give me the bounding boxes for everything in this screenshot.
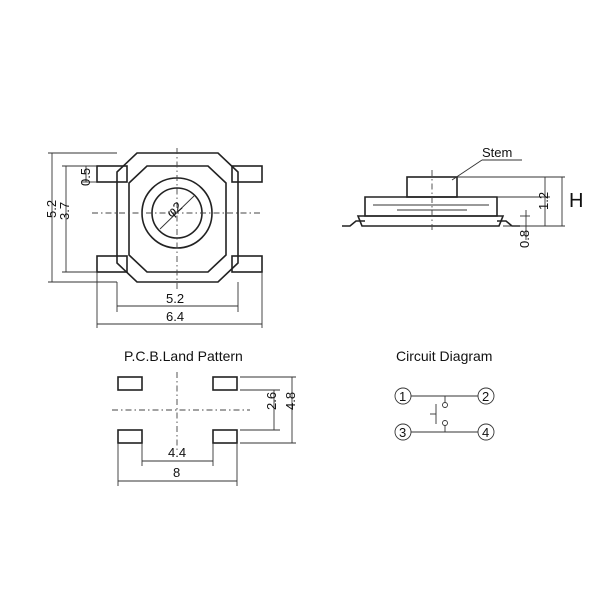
stem-label: Stem [482, 145, 512, 160]
height-label: H [569, 190, 583, 212]
dim-outer-height: 5.2 [44, 200, 59, 218]
terminal-top-left [96, 165, 128, 183]
pad-top-left [117, 376, 143, 391]
terminal-bottom-right [231, 255, 263, 273]
dim-stem-height: 1.2 [536, 192, 551, 210]
left-terminal [342, 220, 365, 227]
dim-pcb-outer-h: 8 [173, 465, 180, 480]
stem-diameter-label: φ2 [163, 199, 185, 221]
pad-bottom-left [117, 429, 143, 444]
terminal-bottom-left [96, 255, 128, 273]
pin-4-label: 4 [482, 425, 489, 440]
pin-2-label: 2 [482, 389, 489, 404]
pad-top-right [212, 376, 238, 391]
top-view: φ2 5.2 3.7 0.5 5.2 6.4 [44, 148, 263, 328]
pcb-title: P.C.B.Land Pattern [124, 348, 243, 364]
dim-pcb-outer-v: 4.8 [283, 392, 298, 410]
dim-body-width: 5.2 [166, 291, 184, 306]
side-view: Stem 1.2 0.8 H [342, 145, 583, 248]
pin-1-label: 1 [399, 389, 406, 404]
dim-pcb-inner-h: 4.4 [168, 445, 186, 460]
circuit-diagram: Circuit Diagram 1 2 3 4 [394, 348, 495, 441]
body-inner-outline [128, 165, 227, 273]
dim-terminal: 0.5 [78, 168, 93, 186]
circuit-title: Circuit Diagram [396, 348, 492, 364]
pad-bottom-right [212, 429, 238, 444]
pin-3-label: 3 [399, 425, 406, 440]
body-outline [116, 152, 239, 283]
body-profile [364, 196, 498, 217]
terminal-top-right [231, 165, 263, 183]
pcb-land-pattern: P.C.B.Land Pattern 2.6 4.8 4.4 8 [112, 348, 298, 486]
dim-base-height: 0.8 [517, 230, 532, 248]
base-profile [356, 215, 505, 227]
dim-pcb-inner-v: 2.6 [264, 392, 279, 410]
dim-total-width: 6.4 [166, 309, 184, 324]
dim-inner-height: 3.7 [57, 202, 72, 220]
